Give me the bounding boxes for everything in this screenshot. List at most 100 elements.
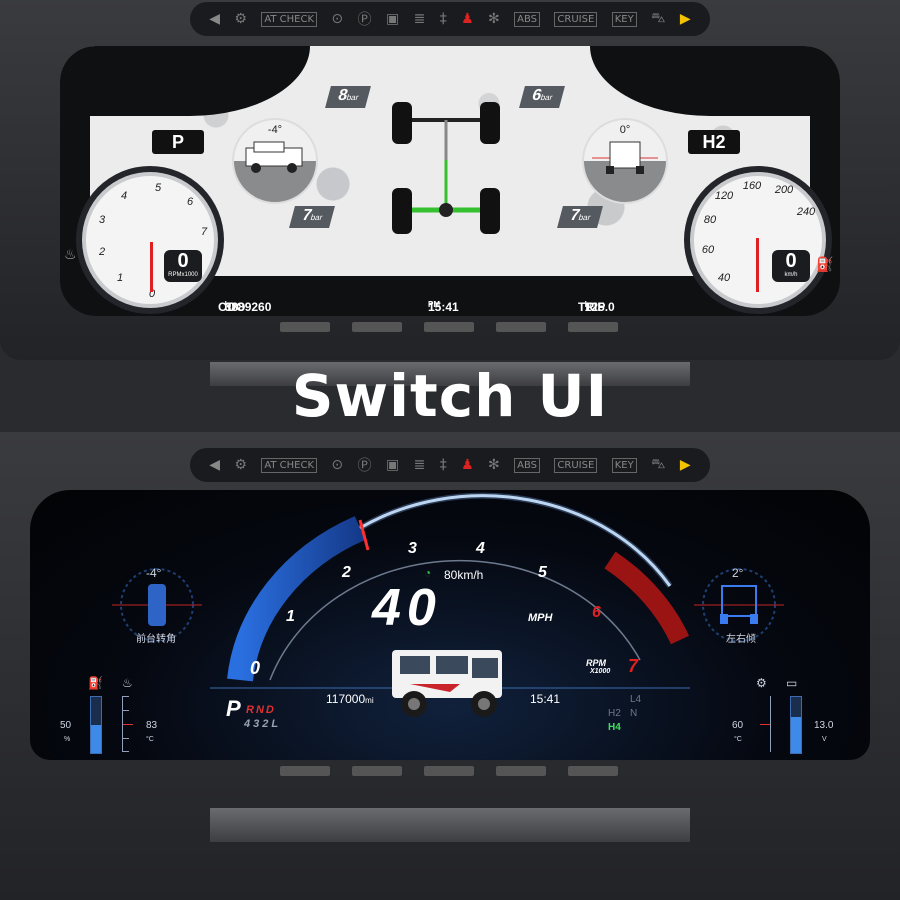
voltage-unit: V: [822, 736, 827, 743]
speedo-tick-240: 240: [796, 206, 816, 218]
airbag-icon: ✻: [488, 11, 500, 27]
battery-icon: ▭: [786, 676, 798, 690]
tpms-icon: ⊙: [331, 11, 344, 27]
tire-pressure-rr: 7bar: [557, 206, 604, 228]
tach-tick-3: 3: [98, 214, 106, 226]
car-slip-icon: ⛍: [651, 456, 666, 472]
fuel-level-bar: [90, 696, 102, 754]
top-warning-strip: ◀ ⚙ AT CHECK ⊙ Ⓟ ▣ ≣ ‡ ♟ ✻ ABS CRUISE KE…: [190, 2, 710, 36]
seat-icon: ▣: [385, 457, 400, 473]
speedo-tick-40: 40: [717, 272, 731, 284]
bottom-warning-strip: ◀ ⚙ AT CHECK ⊙ Ⓟ ▣ ≣ ‡ ♟ ✻ ABS CRUISE KE…: [190, 448, 710, 482]
drive-mode-h2: H2: [608, 708, 621, 719]
left-turn-arrow-icon: ◀: [209, 457, 220, 473]
clock: 15:41: [530, 692, 561, 706]
key-icon: KEY: [611, 11, 637, 27]
truck-front-icon: [592, 141, 658, 174]
rpm-tick-6: 6: [592, 604, 601, 621]
cruise-icon: CRUISE: [554, 457, 598, 473]
tach-tick-6: 6: [186, 196, 194, 208]
brake-icon: Ⓟ: [357, 12, 372, 28]
front-steer-label: 前台转角: [136, 634, 176, 645]
front-steer-angle-gauge: [112, 568, 202, 642]
drive-mode-n: N: [630, 708, 638, 719]
fuel-icon: ⛽: [88, 676, 103, 690]
oil-temp-value: 60: [732, 720, 744, 731]
rpm-arc: [210, 492, 690, 689]
roll-angle: 0°: [619, 124, 631, 136]
abs-icon: ABS: [514, 457, 541, 473]
gear-low-range: 432L: [244, 718, 282, 730]
digital-speed: 40: [372, 579, 442, 637]
rpm-tick-7: 7: [628, 656, 639, 676]
switch-ui-title: Switch UI: [291, 362, 609, 430]
rpm-tick-1: 1: [286, 608, 295, 625]
rpm-label: RPM: [586, 658, 606, 668]
rpm-multiplier: X1000: [590, 668, 611, 675]
tach-needle: [150, 242, 153, 292]
rpm-tick-2: 2: [342, 564, 351, 581]
trip-meter: TRIP A 125.0km: [578, 300, 615, 316]
airbag-icon: ✻: [488, 457, 500, 473]
oil-temp-icon: ⚙: [756, 676, 767, 690]
at-check-icon: AT CHECK: [261, 457, 318, 473]
tach-tick-7: 7: [200, 226, 208, 238]
car-slip-icon: ⛍: [651, 10, 666, 26]
coolant-value: 83: [146, 720, 158, 731]
tpms-icon: ⊙: [331, 457, 344, 473]
drive-mode-indicator: H2: [688, 130, 740, 154]
roll-angle-label: 左右倾: [726, 634, 756, 645]
engine-icon: ⚙: [234, 11, 247, 27]
tach-tick-1: 1: [116, 272, 124, 284]
brake-icon: Ⓟ: [357, 458, 372, 474]
pitch-inclinometer: -4°: [232, 118, 318, 204]
foglight-icon: ‡: [439, 457, 447, 473]
coolant-temp-icon: ♨: [64, 246, 77, 262]
headlight-icon: ≣: [413, 457, 426, 473]
engine-icon: ⚙: [234, 457, 247, 473]
front-steer-angle: -4°: [146, 566, 162, 580]
headlight-icon: ≣: [413, 11, 426, 27]
fuel-value: 50: [60, 720, 72, 731]
rpm-tick-3: 3: [408, 540, 417, 557]
speedo-tick-200: 200: [774, 184, 794, 196]
tire-pressure-fr: 6bar: [519, 86, 566, 108]
tach-tick-4: 4: [120, 190, 128, 202]
roll-angle: 2°: [732, 566, 744, 580]
coolant-unit: °C: [146, 736, 154, 743]
voltage-value: 13.0: [814, 720, 834, 731]
roll-angle-gauge: [694, 568, 784, 642]
coolant-scale: [122, 696, 137, 752]
voltage-level-bar: [790, 696, 802, 754]
top-cluster-screen: P H2 -4° 0° 8bar 6bar 7bar 7bar: [60, 46, 840, 316]
seat-icon: ▣: [385, 11, 400, 27]
tach-tick-5: 5: [154, 182, 162, 194]
drive-mode-h4: H4: [608, 722, 621, 733]
oil-temp-unit: °C: [734, 736, 742, 743]
at-check-icon: AT CHECK: [261, 11, 318, 27]
speedo-needle: [756, 238, 759, 292]
tach-tick-0: 0: [148, 288, 156, 300]
truck-side-icon: [245, 141, 303, 173]
odometer: 117000mi: [326, 692, 374, 706]
left-turn-arrow-icon: ◀: [209, 11, 220, 27]
vehicle-image: [392, 650, 502, 717]
key-icon: KEY: [611, 457, 637, 473]
fuel-unit: %: [64, 736, 71, 743]
cruise-speed: 80km/h: [444, 568, 484, 582]
gear-indicator: P: [152, 130, 204, 154]
bottom-cluster-screen: 0 1 2 3 4 5 6 7 ◔ 80km/h 40 MPH RPM X100…: [30, 490, 870, 760]
speedo-tick-60: 60: [701, 244, 715, 256]
speedo-tick-120: 120: [714, 190, 734, 202]
fuel-icon: ⛽: [816, 256, 834, 272]
right-turn-arrow-icon: ▶: [679, 11, 691, 27]
rpm-tick-4: 4: [476, 540, 485, 557]
pitch-angle: -4°: [267, 124, 283, 136]
coolant-temp-icon: ♨: [122, 676, 133, 690]
tire-pressure-rl: 7bar: [289, 206, 336, 228]
gear-options: RND: [246, 704, 276, 716]
